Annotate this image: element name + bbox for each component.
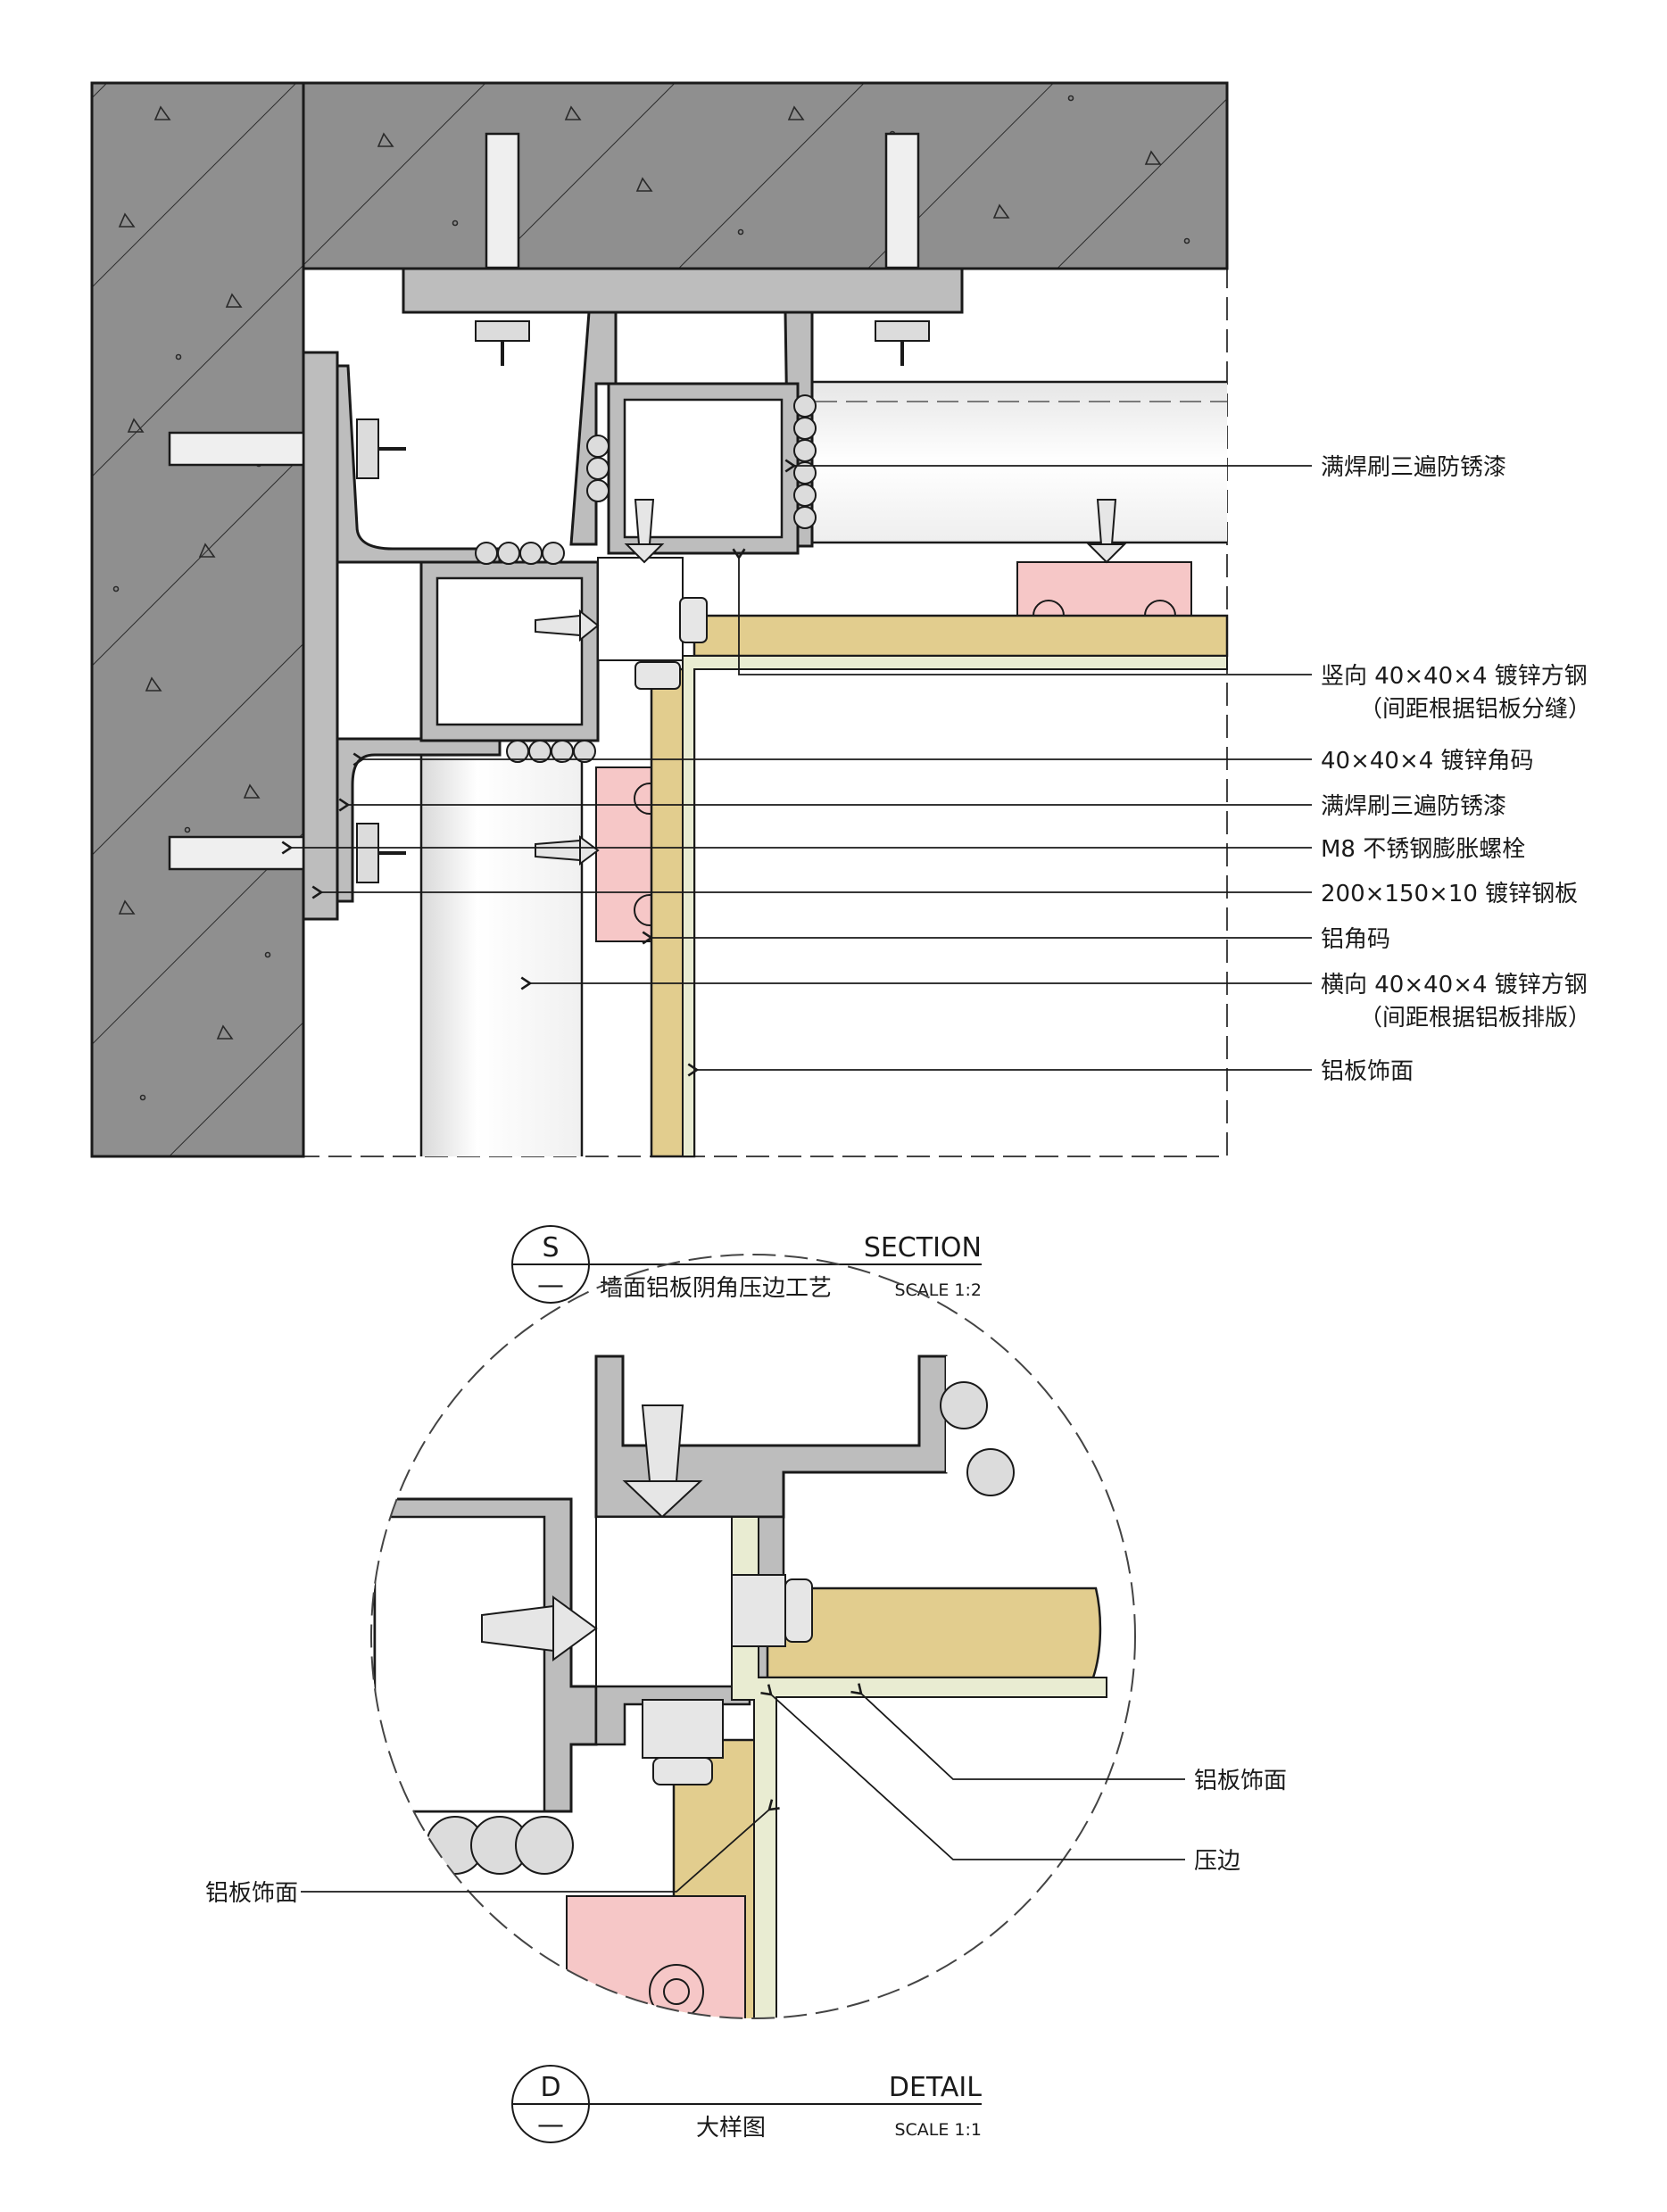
section-leaders [281,459,1312,1077]
detail-tag-top: D [540,2072,560,2103]
label-full-weld-2: 满焊刷三遍防锈漆 [1321,793,1506,820]
detail-label-edge-trim: 压边 [1194,1848,1240,1875]
edge-trim [682,655,1228,1157]
detail-label-aluminium-finish-2: 铝板饰面 [205,1880,298,1907]
label-full-weld-1: 满焊刷三遍防锈漆 [1321,454,1506,481]
label-vertical-spacing-note: （间距根据铝板分缝） [1359,696,1591,723]
detail-screws [481,1404,813,1785]
vertical-steel-tube [421,754,582,1156]
aluminium-panel-horizontal [693,614,1229,658]
label-expansion-bolt: M8 不锈钢膨胀螺栓 [1321,836,1525,863]
section-labels: 满焊刷三遍防锈漆 竖向 40×40×4 镀锌方钢 （间距根据铝板分缝） 40×4… [1321,454,1591,1085]
label-steel-plate: 200×150×10 镀锌钢板 [1321,881,1578,907]
section-title-block: S — SECTION 墙面铝板阴角压边工艺 SCALE 1:2 [511,1225,982,1304]
weld-beads [475,394,817,763]
detail-name: 大样图 [696,2115,766,2142]
detail-tag-bottom: — [537,2109,564,2141]
detail-panel-horizontal [766,1587,1102,1679]
section-scale: SCALE 1:2 [894,1280,982,1300]
steel-plate-left [302,351,339,921]
label-vertical-square-steel: 竖向 40×40×4 镀锌方钢 [1321,663,1588,690]
detail-labels: 铝板饰面 压边 铝板饰面 [205,1768,1287,1907]
detail-drawing: 铝板饰面 压边 铝板饰面 D — DETAIL 大样图 SCALE 1:1 [205,1254,1287,2143]
detail-boundary [370,1254,1136,2019]
detail-title-block: D — DETAIL 大样图 SCALE 1:1 [511,2065,982,2143]
expansion-bolts-left [168,418,406,883]
concrete-aggregate [112,95,1190,1101]
label-aluminium-bracket: 铝角码 [1321,926,1390,953]
detail-scale: SCALE 1:1 [894,2120,982,2140]
self-tapping-screws [535,499,1127,866]
detail-type: DETAIL [889,2072,982,2103]
concrete-wall-left [90,81,305,1158]
corner-connector [597,557,684,661]
label-horizontal-square-steel: 横向 40×40×4 镀锌方钢 [1321,972,1588,998]
angle-bracket-top-left [569,311,618,546]
detail-aluminium-bracket [566,1895,746,2018]
label-angle-code: 40×40×4 镀锌角码 [1321,748,1534,775]
section-tag-bottom: — [537,1270,564,1301]
steel-plate-top [402,267,964,314]
section-drawing: 满焊刷三遍防锈漆 竖向 40×40×4 镀锌方钢 （间距根据铝板分缝） 40×4… [90,81,1591,1304]
section-type: SECTION [864,1232,982,1263]
label-horizontal-spacing-note: （间距根据铝板排版） [1359,1005,1591,1031]
label-aluminium-finish: 铝板饰面 [1321,1058,1414,1085]
concrete-wall-top [302,81,1229,270]
detail-leaders [301,1683,1185,1893]
expansion-bolts-top [475,132,930,366]
detail-label-aluminium-finish-1: 铝板饰面 [1194,1768,1287,1794]
section-tag-top: S [542,1232,559,1263]
section-name: 墙面铝板阴角压边工艺 [600,1275,832,1302]
detail-connector [595,1516,740,1687]
horizontal-steel-tube [785,382,1227,543]
